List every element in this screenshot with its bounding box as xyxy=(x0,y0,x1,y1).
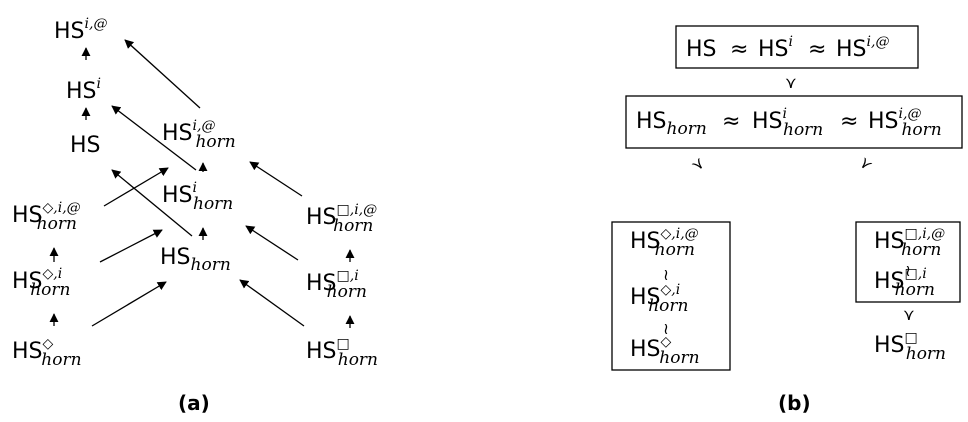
diagram-a-arrows xyxy=(49,39,355,328)
arrow-dia-to-horn xyxy=(91,281,167,327)
right-item-0: HS□,i,@horn xyxy=(874,226,945,260)
succ-row2-left: ⋎ xyxy=(687,153,708,175)
node-hs-i: HSi xyxy=(66,76,101,104)
node-hs-horn: HShorn xyxy=(160,245,231,275)
row1-item-2: HSi,@ xyxy=(836,34,889,62)
node-hs-horn-dia: HS◇horn xyxy=(12,336,82,370)
arrow-dia-i-at-to-horn-i-at xyxy=(103,167,169,207)
right-bottom-item: HS□horn xyxy=(874,330,946,364)
row2-item-2: HSi,@horn xyxy=(868,106,942,140)
box-left xyxy=(611,221,731,371)
succ-row1-row2: ⋎ xyxy=(785,73,797,92)
row1-item-0: HS xyxy=(686,37,717,62)
arrow-horn-i-to-hs-i xyxy=(111,105,197,171)
node-hs-horn-dia-i-at: HS◇,i,@horn xyxy=(12,200,81,234)
node-hs-horn-box-i-at: HS□,i,@horn xyxy=(306,202,377,236)
box-row2 xyxy=(625,95,963,149)
box-right xyxy=(855,221,961,303)
row1-item-1: HSi xyxy=(758,34,793,62)
row2-approx-1: ≈ xyxy=(840,109,858,134)
caption-a: (a) xyxy=(178,391,210,415)
arrow-box-i-at-to-horn-i-at xyxy=(249,161,303,197)
arrow-horn-i-at-to-hs-i-at xyxy=(124,39,201,109)
node-hs-horn-box: HS□horn xyxy=(306,336,378,370)
left-item-0: HS◇,i,@horn xyxy=(630,226,699,260)
arrow-box-to-horn xyxy=(239,279,305,327)
succ-right-bottom: ⋎ xyxy=(903,305,915,324)
arrow-horn-to-hs xyxy=(111,169,193,237)
caption-b: (b) xyxy=(778,391,811,415)
node-hs-i-at: HSi,@ xyxy=(54,16,107,44)
row1-approx-1: ≈ xyxy=(808,37,826,62)
arrow-box-i-to-horn-i xyxy=(245,225,299,261)
node-hs: HS xyxy=(70,133,101,158)
left-wave-1: ≀ xyxy=(663,319,669,338)
succ-row2-right: ⋎ xyxy=(855,153,876,175)
row1-approx-0: ≈ xyxy=(730,37,748,62)
row2-approx-0: ≈ xyxy=(722,109,740,134)
arrow-dia-i-to-horn-i xyxy=(99,229,163,263)
node-hs-horn-i-at: HSi,@horn xyxy=(162,118,236,152)
left-wave-0: ≀ xyxy=(663,265,669,284)
box-row1 xyxy=(675,25,919,69)
row2-item-0: HShorn xyxy=(636,109,707,139)
right-wave-0: ≀ xyxy=(905,261,911,280)
left-item-2: HS◇horn xyxy=(630,334,700,368)
